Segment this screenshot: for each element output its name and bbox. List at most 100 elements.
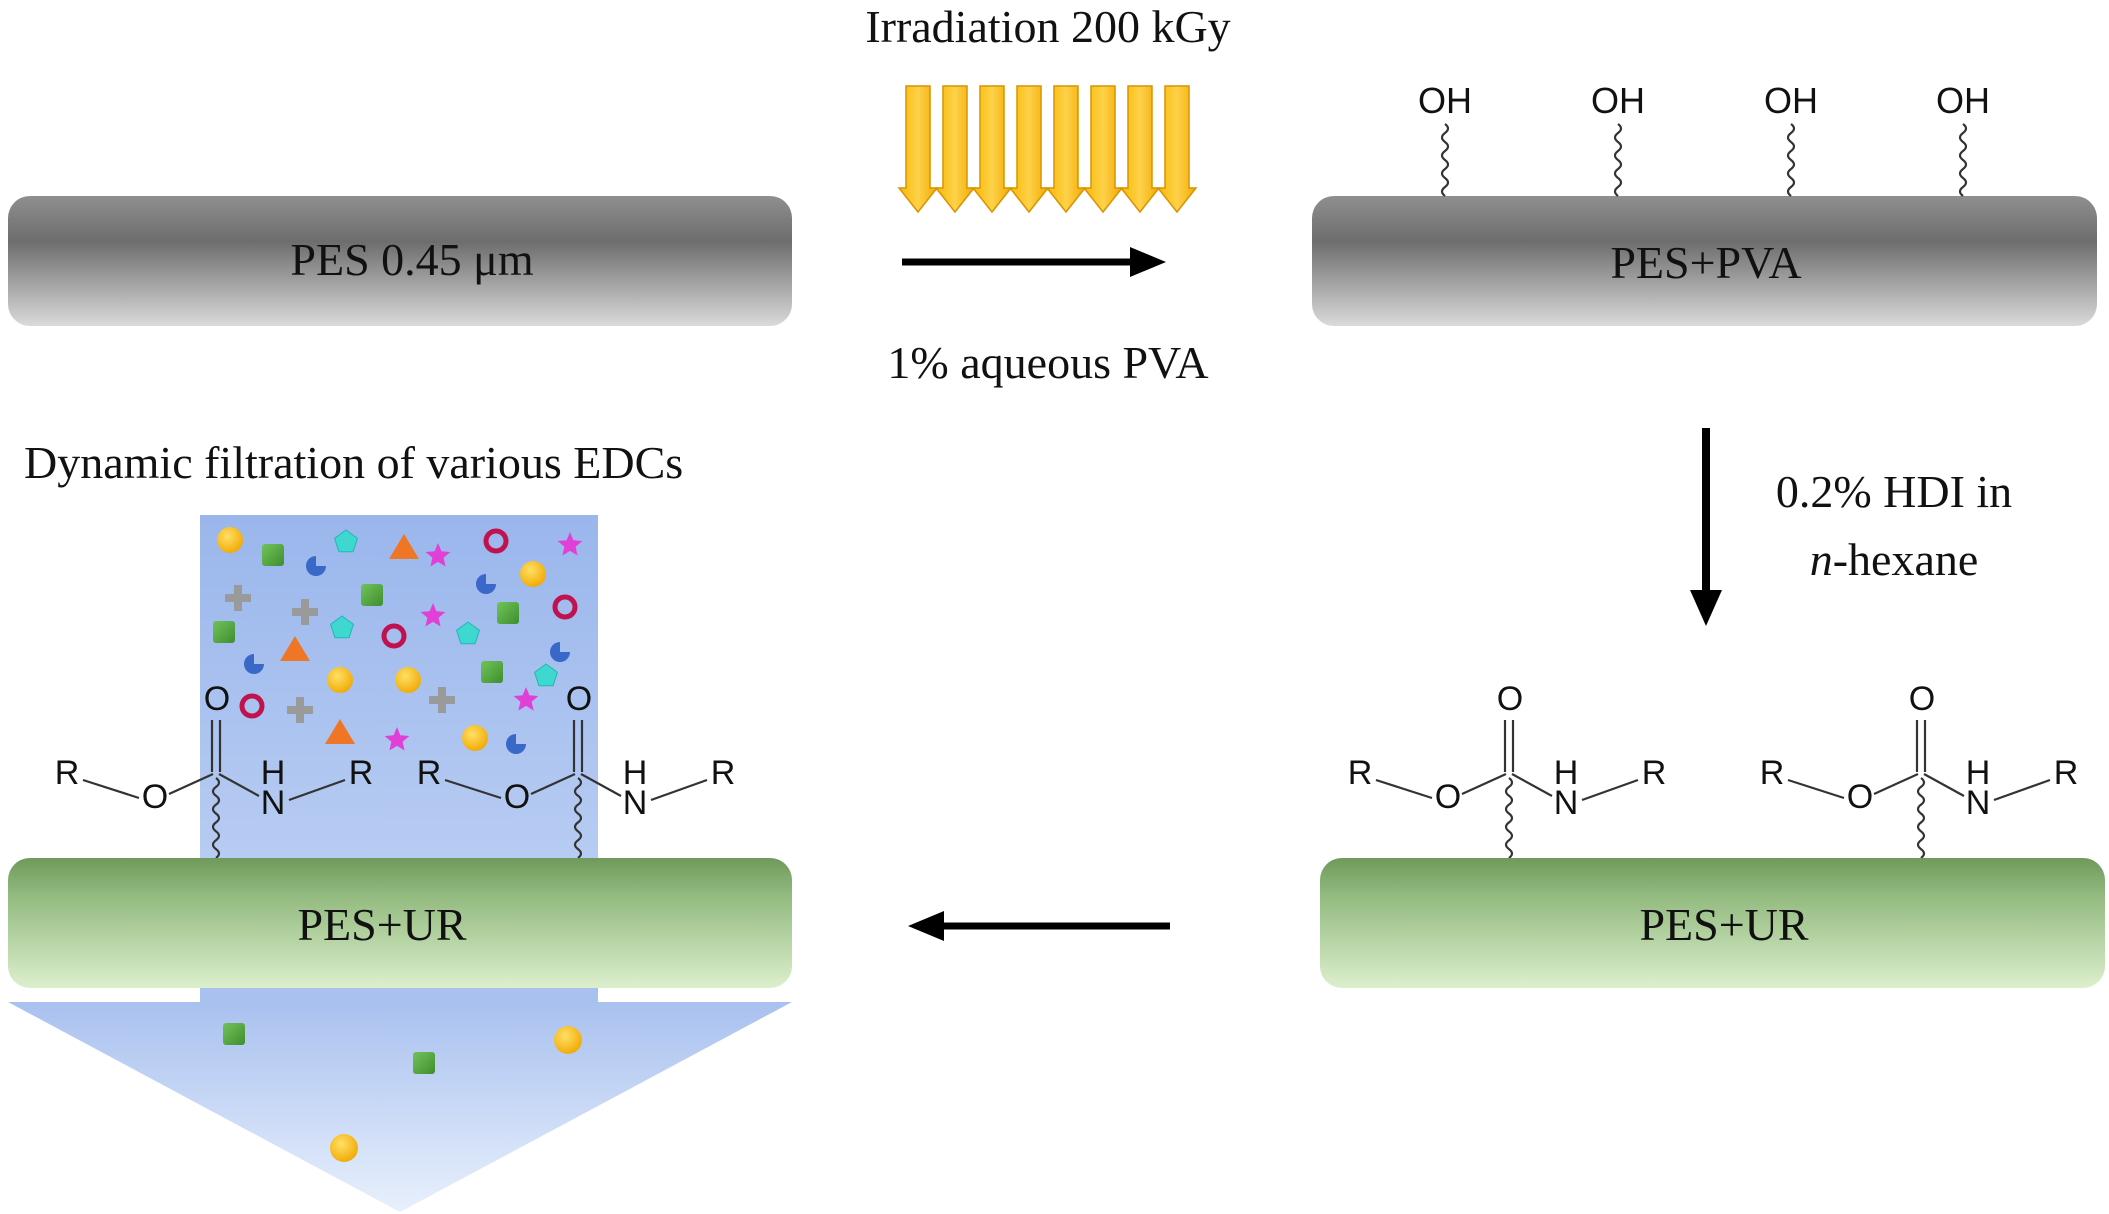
irradiation-arrow	[934, 85, 976, 214]
carbonyl-oxygen-label: O	[204, 680, 230, 718]
hdi-reagent-line2: n-hexane	[1810, 534, 1979, 585]
carbonyl-oxygen-label: O	[566, 680, 592, 718]
nitrogen-label: N	[1966, 784, 1991, 822]
pes-pva-membrane: PES+PVA	[1312, 196, 2097, 326]
edc-green-cube	[213, 621, 235, 643]
edc-magenta-star	[557, 532, 583, 556]
hydrogen-label: H	[1554, 754, 1579, 792]
edc-cyan-pentagon	[456, 621, 480, 645]
nitrogen-label: N	[1554, 784, 1579, 822]
pes-membrane-body	[8, 196, 792, 326]
irradiation-arrow	[1119, 85, 1161, 214]
r-group-label: R	[2054, 754, 2079, 792]
r-bond	[444, 778, 502, 800]
hdi-reagent-italic: n	[1810, 534, 1833, 585]
r-bond	[1375, 778, 1433, 800]
r-group-label: R	[417, 754, 442, 792]
amide-bond	[580, 773, 622, 797]
r-group-label: R	[711, 754, 736, 792]
pes-membrane-label: PES 0.45 μm	[290, 234, 533, 285]
pva-chain-link	[1786, 123, 1796, 197]
irradiation-arrows	[897, 85, 1198, 214]
amide-bond	[1923, 773, 1965, 797]
irradiation-label: Irradiation 200 kGy	[865, 1, 1230, 52]
r-bond	[288, 778, 346, 802]
edc-magenta-star	[513, 687, 539, 711]
irradiation-arrow	[897, 85, 939, 214]
pes-ur-membrane-left: PES+UR	[8, 858, 792, 988]
hydroxyl-label: OH	[1418, 80, 1472, 121]
edc-green-cube	[223, 1023, 245, 1045]
urethane-chain-link	[1504, 777, 1514, 859]
irradiation-arrow	[1045, 85, 1087, 214]
pes-ur-membrane-right: PES+UR	[1320, 858, 2105, 988]
r-group-label: R	[55, 754, 80, 792]
urethane-chain-link	[211, 777, 221, 859]
edc-green-cube	[262, 544, 284, 566]
edc-orange-triangle	[389, 534, 419, 559]
reaction-arrow-left	[908, 911, 1170, 941]
edc-yellow-sphere	[330, 1134, 358, 1162]
nitrogen-label: N	[261, 784, 286, 822]
ester-oxygen-label: O	[504, 778, 530, 816]
ester-bond	[530, 772, 576, 796]
hdi-reagent-rest: -hexane	[1833, 534, 1979, 585]
edc-blue-wedge	[506, 734, 526, 754]
hdi-reagent-line1: 0.2% HDI in	[1776, 466, 2012, 517]
edc-green-cube	[497, 602, 519, 624]
pva-chain-link	[1613, 123, 1623, 197]
edc-orange-triangle	[325, 719, 355, 744]
pes-ur-membrane-left-body	[8, 858, 792, 988]
ester-oxygen-label: O	[1435, 778, 1461, 816]
edc-magenta-star	[384, 727, 410, 751]
r-group-label: R	[1642, 754, 1667, 792]
pes-pva-membrane-body	[1312, 196, 2097, 326]
hydroxyl-label: OH	[1936, 80, 1990, 121]
carbonyl-oxygen-label: O	[1497, 680, 1523, 718]
edc-cyan-pentagon	[334, 529, 358, 553]
urethane-chain-link	[573, 777, 583, 859]
hydrogen-label: H	[1966, 754, 1991, 792]
pes-ur-membrane-left-label: PES+UR	[297, 899, 466, 950]
edc-green-cube	[481, 661, 503, 683]
pes-pva-membrane-label: PES+PVA	[1610, 237, 1801, 288]
edc-yellow-sphere	[554, 1026, 582, 1054]
urethane-linkage: O O R HN R	[417, 680, 736, 859]
edc-blue-wedge	[476, 574, 496, 594]
pva-chain-link	[1440, 123, 1450, 197]
hydroxyl-label: OH	[1764, 80, 1818, 121]
nitrogen-label: N	[623, 784, 648, 822]
ester-bond	[1461, 772, 1507, 796]
r-bond	[1993, 778, 2051, 802]
edc-cyan-pentagon	[534, 663, 558, 687]
ester-oxygen-label: O	[1847, 778, 1873, 816]
irradiation-arrow	[1156, 85, 1198, 214]
edc-green-cube	[361, 584, 383, 606]
hydrogen-label: H	[623, 754, 648, 792]
edc-yellow-sphere	[217, 527, 243, 553]
r-bond	[650, 778, 708, 802]
ester-oxygen-label: O	[142, 778, 168, 816]
r-group-label: R	[1348, 754, 1373, 792]
edc-blue-wedge	[244, 654, 264, 674]
edc-magenta-star	[420, 603, 446, 627]
ester-bond	[1873, 772, 1919, 796]
edc-crimson-ring	[552, 594, 578, 620]
hydrogen-label: H	[261, 754, 286, 792]
permeate-particles	[223, 1023, 582, 1162]
r-bond	[1787, 778, 1845, 800]
r-bond	[1581, 778, 1639, 802]
pes-ur-membrane-right-label: PES+UR	[1639, 899, 1808, 950]
irradiation-arrow	[971, 85, 1013, 214]
edc-gray-cross	[429, 687, 455, 713]
pva-chain-link	[1958, 123, 1968, 197]
edc-yellow-sphere	[327, 667, 353, 693]
irradiation-arrow	[1008, 85, 1050, 214]
edc-cyan-pentagon	[330, 615, 354, 639]
r-group-label: R	[1760, 754, 1785, 792]
